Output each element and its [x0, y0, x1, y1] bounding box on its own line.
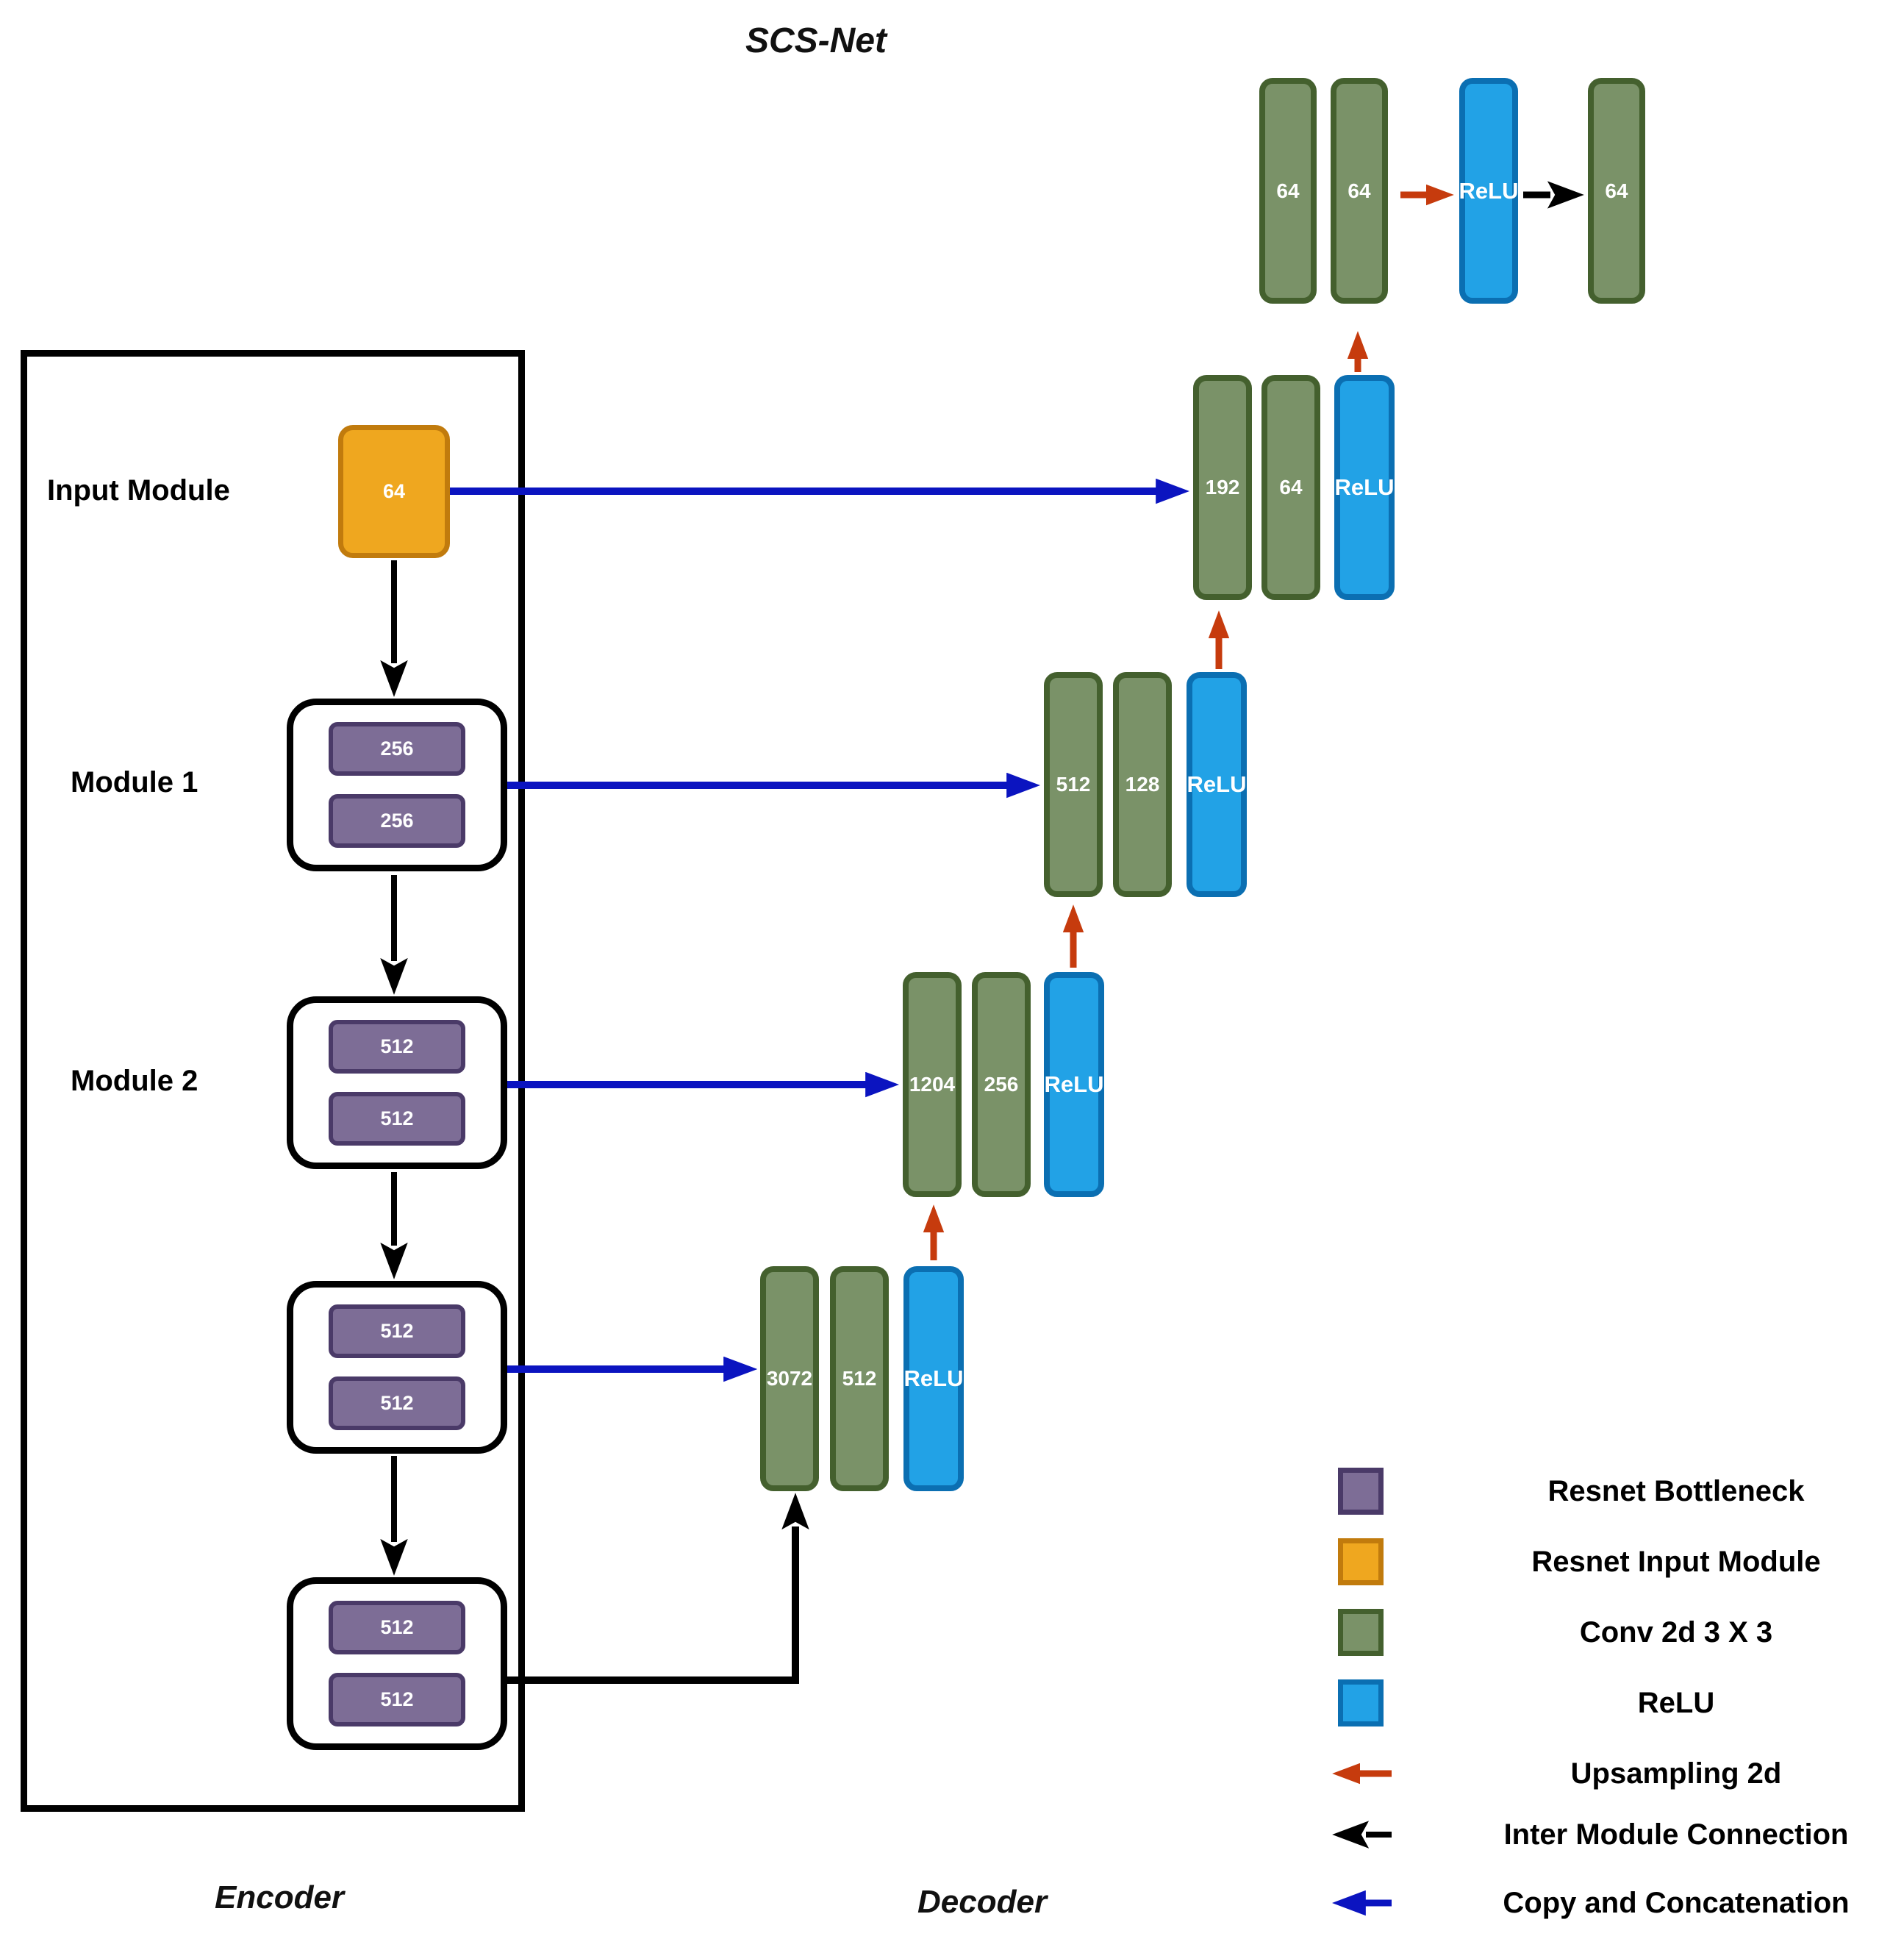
bottleneck-block: 512	[329, 1376, 465, 1430]
encoder-module-1: 256 256	[287, 699, 507, 871]
inter-module-arrow-m4-to-decoder	[507, 1493, 809, 1684]
encoder-section-label: Encoder	[215, 1879, 345, 1915]
output-row-conv1: 64	[1259, 78, 1317, 304]
legend-resnet-bottleneck-swatch	[1338, 1468, 1384, 1515]
decoder-group3-conv1: 512	[1044, 672, 1103, 897]
bottleneck-block: 256	[329, 722, 465, 776]
decoder-group3-relu: ReLU	[1187, 672, 1247, 897]
resnet-input-module-box: 64	[338, 425, 450, 558]
bottleneck-block: 512	[329, 1673, 465, 1726]
encoder-module-2: 512 512	[287, 996, 507, 1169]
decoder-group1-relu: ReLU	[903, 1266, 964, 1491]
legend-label-relu: ReLU	[1637, 1687, 1715, 1719]
legend-relu-swatch	[1338, 1679, 1384, 1726]
decoder-group1-conv2: 512	[830, 1266, 889, 1491]
decoder-group4-conv2: 64	[1261, 375, 1320, 600]
decoder-group4-conv1: 192	[1193, 375, 1252, 600]
legend-label-conv2d: Conv 2d 3 X 3	[1579, 1616, 1773, 1649]
legend-label-copy-concat: Copy and Concatenation	[1503, 1887, 1850, 1919]
legend-label-resnet-input-module: Resnet Input Module	[1531, 1546, 1821, 1578]
legend-label-resnet-bottleneck: Resnet Bottleneck	[1547, 1475, 1805, 1507]
input-module-label: Input Module	[47, 474, 230, 507]
legend-label-inter-module: Inter Module Connection	[1503, 1818, 1849, 1851]
bottleneck-block: 512	[329, 1092, 465, 1146]
module2-label: Module 2	[71, 1065, 198, 1097]
bottleneck-block: 512	[329, 1601, 465, 1654]
decoder-group2-conv2: 256	[972, 972, 1031, 1197]
bottleneck-block: 256	[329, 794, 465, 848]
decoder-group2-relu: ReLU	[1044, 972, 1104, 1197]
diagram-title: SCS-Net	[745, 21, 887, 60]
encoder-module-3: 512 512	[287, 1281, 507, 1454]
legend-label-upsampling: Upsampling 2d	[1570, 1757, 1782, 1790]
bottleneck-block: 512	[329, 1304, 465, 1358]
output-row-relu: ReLU	[1459, 78, 1518, 304]
output-row-final-conv: 64	[1588, 78, 1645, 304]
decoder-group2-conv1: 1204	[903, 972, 962, 1197]
legend-conv2d-swatch	[1338, 1609, 1384, 1656]
output-row-conv2: 64	[1331, 78, 1388, 304]
decoder-group1-conv1: 3072	[760, 1266, 819, 1491]
decoder-section-label: Decoder	[917, 1884, 1048, 1920]
module1-label: Module 1	[71, 766, 198, 799]
decoder-group4-relu: ReLU	[1334, 375, 1395, 600]
decoder-group3-conv2: 128	[1113, 672, 1172, 897]
bottleneck-block: 512	[329, 1020, 465, 1074]
encoder-module-4: 512 512	[287, 1577, 507, 1750]
legend-resnet-input-module-swatch	[1338, 1538, 1384, 1585]
